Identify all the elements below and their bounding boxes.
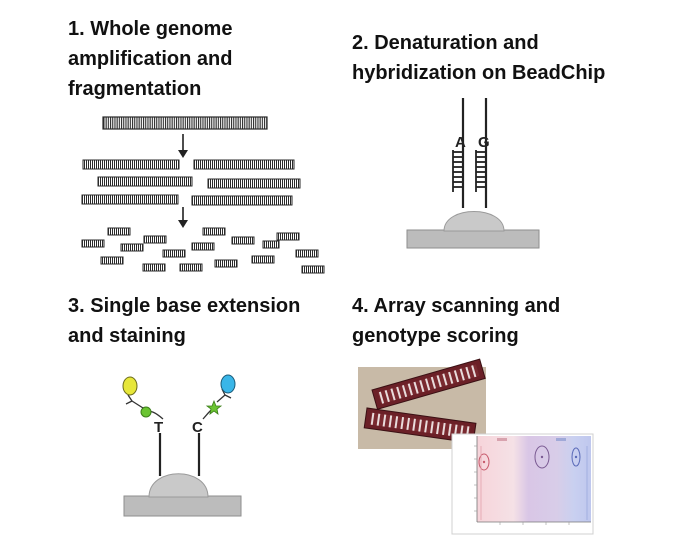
base-label-a: A [455,134,466,151]
down-arrow-icon [178,134,188,158]
step-3-title: 3. Single base extension and staining [68,295,301,347]
cluster-ellipse [478,453,490,471]
panel-2-hybridization: A G [406,98,540,249]
dna-strand [82,159,180,170]
dna-strand [97,176,193,187]
step-4-title: 4. Array scanning and genotype scoring [352,295,561,347]
base-label-t: T [154,419,163,436]
bead [443,211,505,232]
yellow-label-icon [122,376,138,396]
base-label-c: C [192,419,203,436]
genotype-cluster-plot [451,433,594,535]
green-star-icon [205,399,223,415]
chip-base [123,495,242,517]
bead [148,473,209,498]
dna-strand [193,159,295,170]
cyan-label-icon [220,374,236,394]
dna-strand [191,195,293,206]
panel-4-scanning [358,358,594,535]
dna-strand [81,194,179,205]
chip-base [406,229,540,249]
beadchip-slide [363,407,477,444]
panel-3-extension: T C [122,374,242,517]
down-arrow-icon [178,207,188,228]
step-2-title: 2. Denaturation and hybridization on Bea… [352,32,606,84]
dna-fragments [81,227,325,274]
cluster-ellipse [571,447,581,467]
panel-1-fragmentation [81,116,325,274]
step-1-title: 1. Whole genome amplification and fragme… [68,18,233,100]
cluster-ellipse [534,445,550,469]
base-label-g: G [478,134,490,151]
dna-strand [207,178,301,189]
dna-strand [102,116,268,130]
beadchip-slide [371,358,486,410]
green-label-dot [140,406,152,418]
